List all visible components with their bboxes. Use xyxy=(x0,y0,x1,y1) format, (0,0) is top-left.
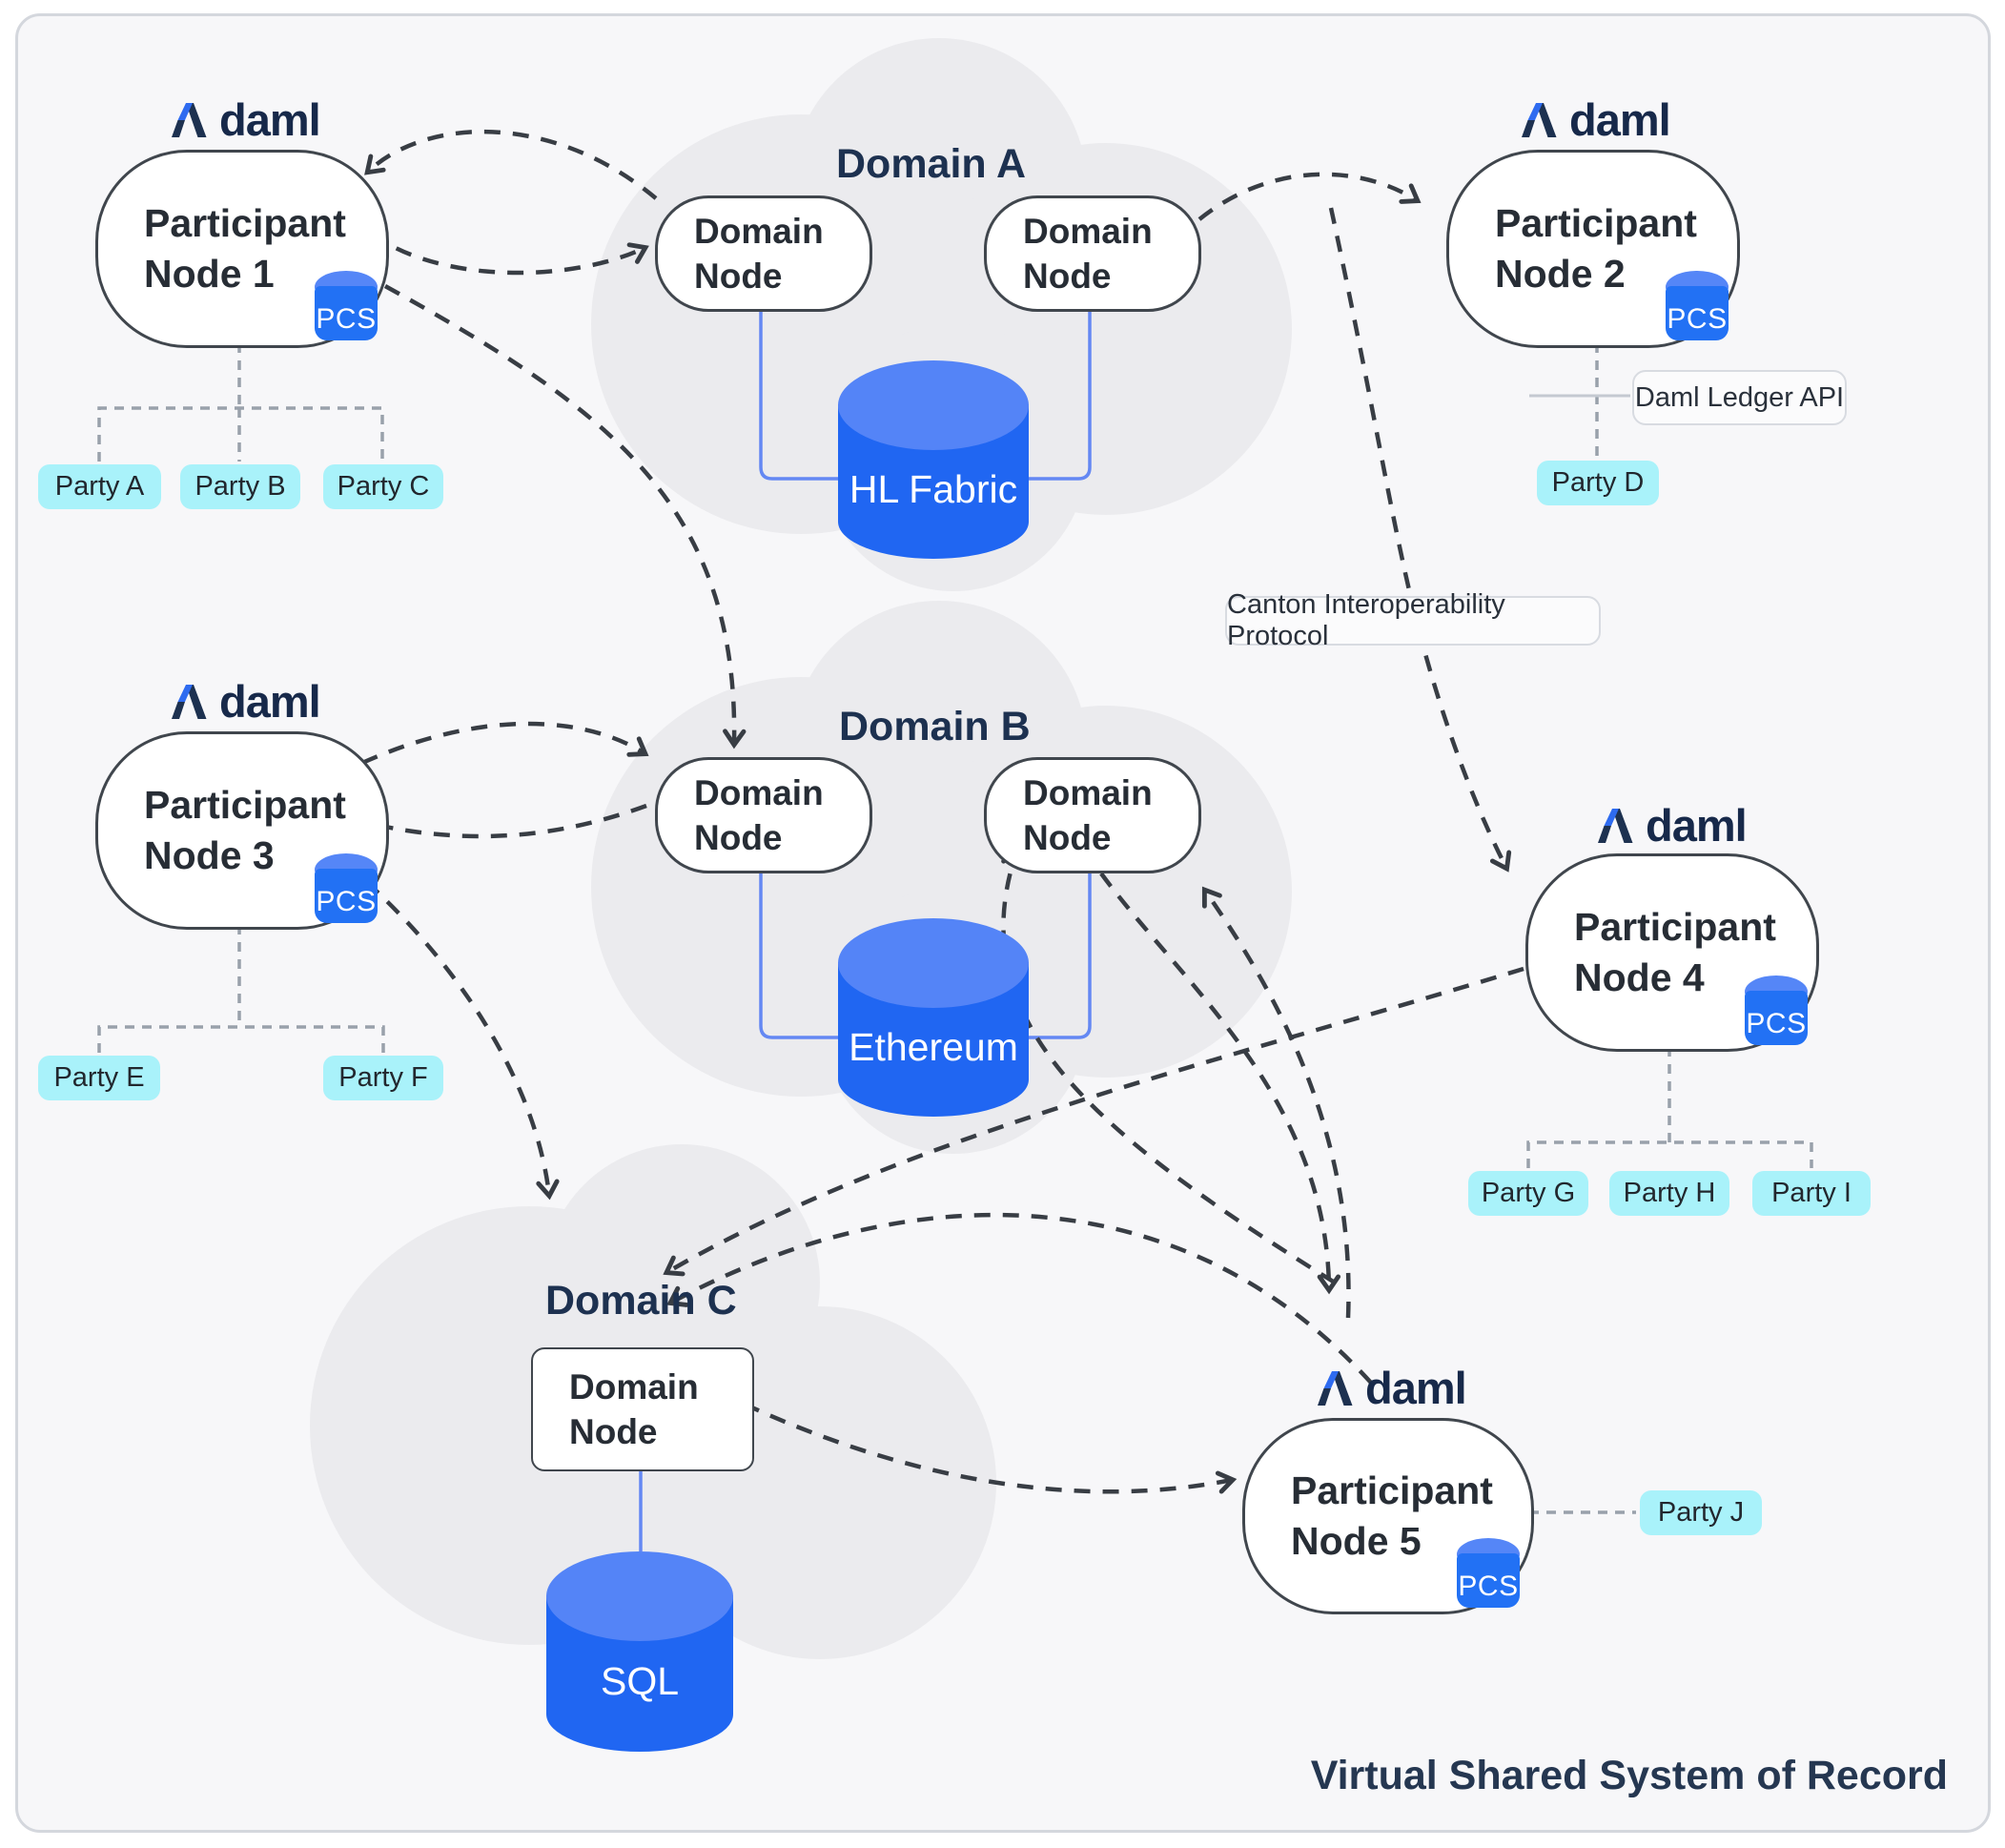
pcs-label: PCS xyxy=(1458,1571,1519,1602)
participant-node-1-title: Participant Node 1 xyxy=(144,200,346,296)
participant-node-2-title: Participant Node 2 xyxy=(1495,200,1697,296)
daml-logo: daml xyxy=(168,93,321,146)
cylinder-top xyxy=(838,360,1029,450)
party-f-chip: Party F xyxy=(323,1056,443,1100)
party-j-chip: Party J xyxy=(1640,1490,1762,1535)
pcs-cylinder-icon: PCS xyxy=(315,853,378,923)
daml-wordmark: daml xyxy=(1365,1363,1467,1413)
hl-fabric-label: HL Fabric xyxy=(849,467,1018,512)
domain-a-label: Domain A xyxy=(836,141,1027,187)
party-h-chip: Party H xyxy=(1609,1171,1729,1216)
daml-wordmark: daml xyxy=(219,676,321,727)
sql-label: SQL xyxy=(600,1659,680,1704)
daml-lambda-icon xyxy=(172,684,207,719)
pcs-label: PCS xyxy=(316,303,377,335)
daml-logo: daml xyxy=(1518,93,1671,146)
daml-logo: daml xyxy=(168,675,321,728)
ledger-connectors xyxy=(639,306,1092,1551)
pcs-label: PCS xyxy=(1667,303,1728,335)
domain-c-label: Domain C xyxy=(545,1278,737,1324)
domain-node-title: Domain Node xyxy=(569,1366,699,1451)
pcs-cylinder-body xyxy=(315,286,378,340)
domain-b-node-1: Domain Node xyxy=(655,757,872,873)
pcs-cylinder-body xyxy=(1666,286,1729,340)
domain-b-label: Domain B xyxy=(839,704,1031,749)
hl-fabric-cylinder: HL Fabric xyxy=(838,360,1029,559)
sql-cylinder: SQL xyxy=(546,1551,733,1752)
party-connectors xyxy=(97,343,1813,1514)
domain-node-title: Domain Node xyxy=(1023,211,1153,296)
domain-node-title: Domain Node xyxy=(1023,772,1153,857)
daml-ledger-api-tag: Daml Ledger API xyxy=(1632,370,1847,425)
party-c-chip: Party C xyxy=(323,464,443,509)
party-d-chip: Party D xyxy=(1537,461,1659,505)
cylinder-top xyxy=(838,918,1029,1008)
pcs-label: PCS xyxy=(1746,1008,1807,1039)
pcs-cylinder-icon: PCS xyxy=(1666,271,1729,340)
daml-lambda-icon xyxy=(172,102,207,137)
daml-lambda-icon xyxy=(1522,102,1557,137)
party-i-chip: Party I xyxy=(1752,1171,1871,1216)
participant-node-4-title: Participant Node 4 xyxy=(1574,904,1776,999)
pcs-cylinder-body xyxy=(315,869,378,923)
pcs-cylinder-icon: PCS xyxy=(1457,1538,1520,1608)
pcs-label: PCS xyxy=(316,886,377,917)
ethereum-label: Ethereum xyxy=(849,1025,1018,1070)
party-e-chip: Party E xyxy=(38,1056,160,1100)
party-a-chip: Party A xyxy=(38,464,161,509)
ethereum-cylinder: Ethereum xyxy=(838,918,1029,1117)
canton-interoperability-protocol-tag: Canton Interoperability Protocol xyxy=(1225,589,1601,651)
daml-wordmark: daml xyxy=(1569,94,1671,145)
pcs-cylinder-icon: PCS xyxy=(315,271,378,340)
domain-node-title: Domain Node xyxy=(694,772,824,857)
participant-node-5-title: Participant Node 5 xyxy=(1291,1468,1493,1563)
domain-node-title: Domain Node xyxy=(694,211,824,296)
party-g-chip: Party G xyxy=(1468,1171,1588,1216)
domain-a-node-2: Domain Node xyxy=(984,195,1201,312)
domain-a-node-1: Domain Node xyxy=(655,195,872,312)
pcs-cylinder-body xyxy=(1745,991,1808,1045)
footer-caption: Virtual Shared System of Record xyxy=(1310,1753,1948,1798)
protocol-arrows xyxy=(343,129,1524,1494)
daml-wordmark: daml xyxy=(1646,800,1748,851)
domain-c-node: Domain Node xyxy=(531,1347,754,1471)
daml-lambda-icon xyxy=(1318,1370,1353,1406)
daml-logo: daml xyxy=(1594,799,1748,852)
cylinder-top xyxy=(546,1551,733,1641)
daml-logo: daml xyxy=(1314,1362,1467,1414)
pcs-cylinder-body xyxy=(1457,1553,1520,1608)
daml-wordmark: daml xyxy=(219,94,321,145)
participant-node-3-title: Participant Node 3 xyxy=(144,782,346,877)
party-b-chip: Party B xyxy=(180,464,300,509)
pcs-cylinder-icon: PCS xyxy=(1745,975,1808,1045)
domain-b-node-2: Domain Node xyxy=(984,757,1201,873)
daml-lambda-icon xyxy=(1598,808,1633,843)
